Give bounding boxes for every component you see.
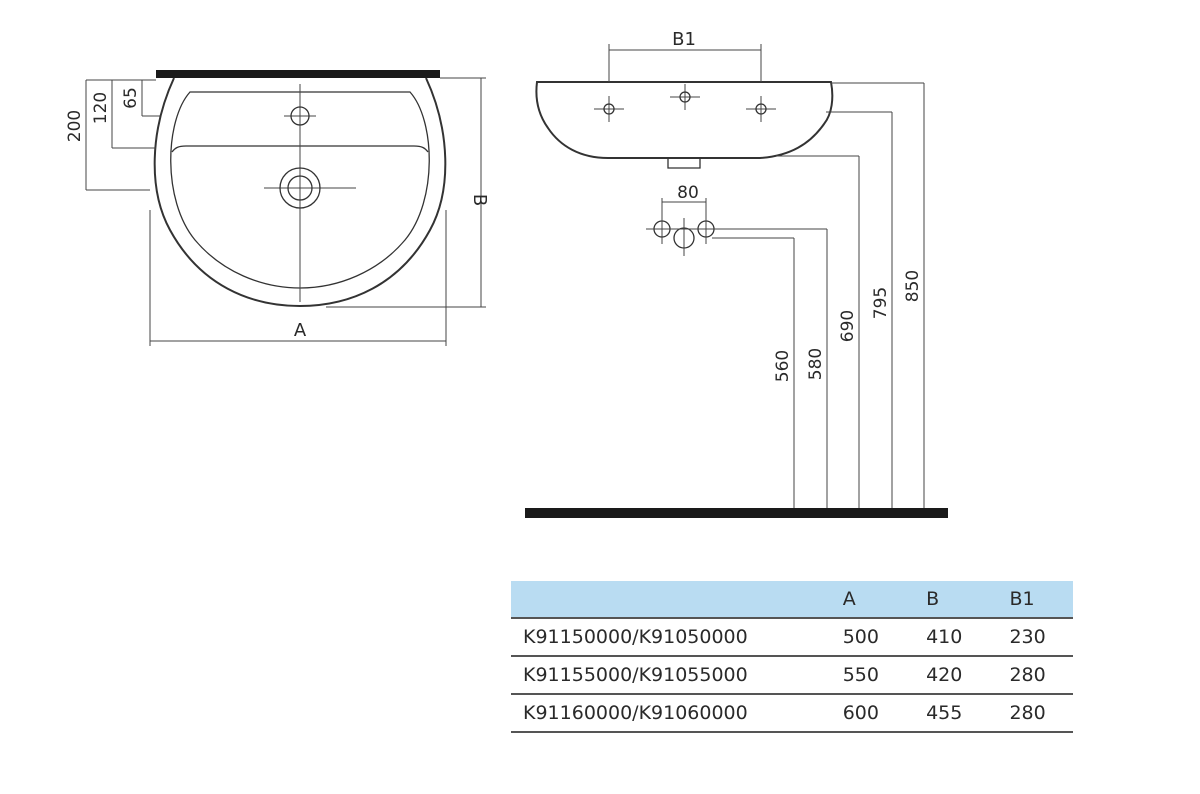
top-wall-bar [156, 70, 440, 78]
technical-drawing: 200 120 65 A B [65, 29, 948, 518]
supply-valves-icon [646, 214, 722, 256]
tap-hole-right-icon [746, 96, 776, 122]
cell-model: K91155000/K91055000 [511, 656, 843, 695]
header-b: B [926, 581, 1010, 618]
cell-b: 455 [926, 694, 1010, 733]
tap-hole-left-icon [594, 96, 624, 122]
dim-795-label: 795 [871, 287, 891, 319]
table-row: K91160000/K91060000 600 455 280 [511, 694, 1073, 733]
table-row: K91150000/K91050000 500 410 230 [511, 618, 1073, 657]
cell-b1: 280 [1009, 694, 1073, 733]
table-header-row: A B B1 [511, 581, 1073, 618]
cell-b: 420 [926, 656, 1010, 695]
dim-a-label: A [294, 320, 307, 341]
dim-120-label: 120 [91, 92, 111, 124]
dim-b-label: B [469, 194, 490, 206]
dim-580-label: 580 [806, 348, 826, 380]
top-view: 200 120 65 A B [65, 70, 490, 346]
dim-560-label: 560 [773, 350, 793, 382]
basin-front-outline [535, 81, 834, 159]
cell-a: 550 [842, 656, 927, 695]
header-b1: B1 [1009, 581, 1073, 618]
floor-bar [525, 508, 948, 518]
dim-850-label: 850 [903, 270, 923, 302]
cell-b1: 230 [1009, 618, 1073, 657]
cell-model: K91150000/K91050000 [511, 618, 843, 657]
dim-690-label: 690 [838, 310, 858, 342]
tap-hole-icon [290, 106, 310, 126]
cell-a: 500 [842, 618, 927, 657]
cell-b: 410 [926, 618, 1010, 657]
dimensions-table: A B B1 K91150000/K91050000 500 410 230 K… [511, 581, 1073, 733]
cell-b1: 280 [1009, 656, 1073, 695]
header-a: A [842, 581, 927, 618]
cell-a: 600 [842, 694, 927, 733]
header-model [511, 581, 843, 618]
dim-65-label: 65 [121, 87, 141, 109]
drain-outer-icon [279, 167, 321, 209]
table-row: K91155000/K91055000 550 420 280 [511, 656, 1073, 695]
tap-hole-center-icon [670, 84, 700, 110]
cell-model: K91160000/K91060000 [511, 694, 843, 733]
dim-200-label: 200 [65, 110, 85, 142]
drain-inner-icon [287, 175, 313, 201]
dim-80-label: 80 [677, 183, 699, 203]
basin-outer-outline [153, 77, 447, 308]
dim-b1-label: B1 [672, 29, 696, 50]
side-view: B1 80 560 580 690 795 [525, 29, 948, 518]
